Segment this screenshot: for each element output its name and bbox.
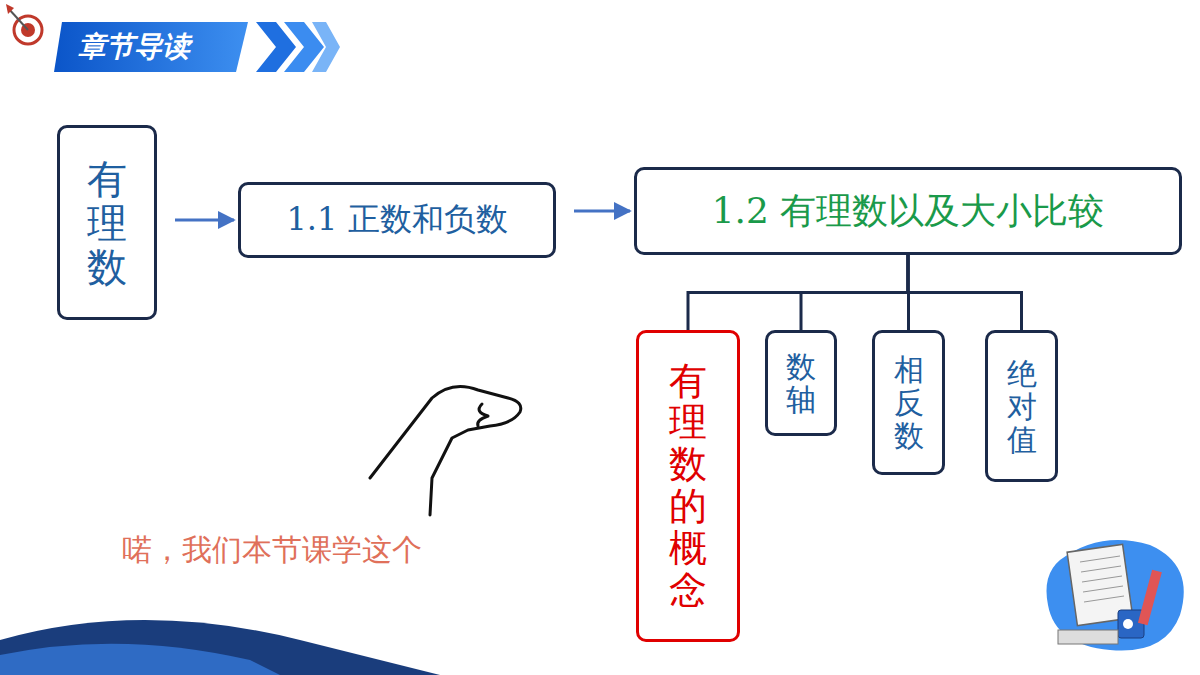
speech-note: 喏，我们本节课学这个 — [122, 530, 422, 571]
tree-line — [688, 255, 908, 330]
node-text: 绝对值 — [1007, 357, 1037, 456]
flow-arrow — [574, 210, 630, 213]
title-banner — [54, 22, 248, 72]
node-text: 1.2 有理数以及大小比较 — [712, 187, 1105, 236]
node-text: 数轴 — [786, 350, 816, 416]
topic-box: 相反数 — [872, 330, 945, 475]
section-box: 1.1 正数和负数 — [238, 182, 556, 258]
wave — [0, 644, 280, 675]
chapter-box: 有理数 — [57, 125, 157, 320]
tree-line — [908, 255, 1022, 330]
topic-box: 数轴 — [765, 330, 837, 436]
node-text: 有理数 — [87, 157, 127, 289]
section-box: 1.2 有理数以及大小比较 — [634, 167, 1182, 255]
node-text: 1.1 正数和负数 — [286, 198, 507, 242]
flow-arrow — [175, 219, 234, 222]
node-text: 相反数 — [894, 353, 924, 452]
chapter-heading: 章节导读 — [78, 24, 190, 70]
target-icon — [6, 4, 42, 44]
chevron — [312, 22, 340, 72]
study-illustration — [1047, 540, 1184, 651]
current-topic-box: 有理数的概念 — [636, 330, 740, 642]
tree-line — [801, 255, 908, 330]
wave — [0, 620, 440, 675]
node-text: 有理数的概念 — [669, 361, 707, 612]
pointing-hand — [370, 386, 521, 515]
topic-box: 绝对值 — [985, 330, 1058, 482]
